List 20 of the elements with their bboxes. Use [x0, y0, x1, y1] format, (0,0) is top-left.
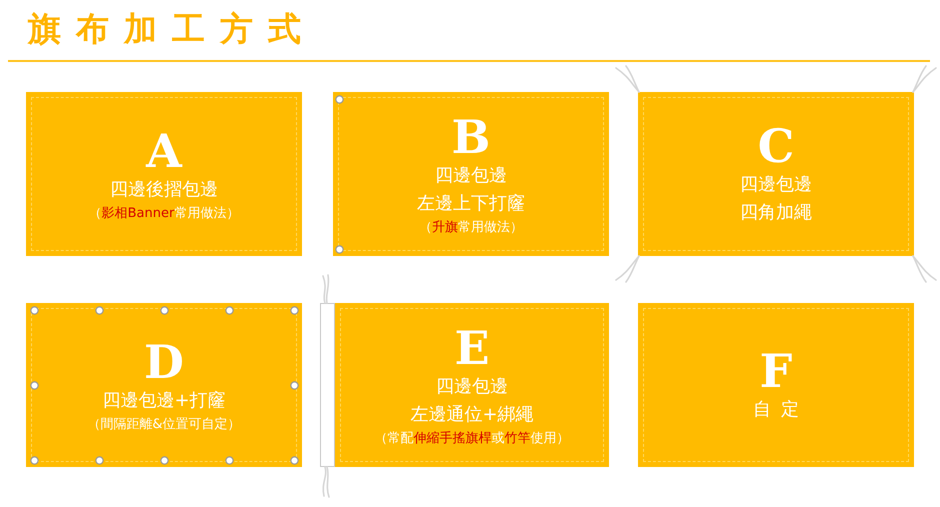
option-letter: F	[760, 346, 792, 396]
description-text: 左邊通位+綁繩	[410, 402, 534, 426]
description-text: 四邊包邊+打窿	[102, 388, 226, 412]
note-text: （間隔距離&位置可自定）	[87, 416, 241, 434]
description-text: 自定	[752, 398, 809, 422]
description-text: 四邊包邊	[740, 173, 812, 197]
page-title: 旗布加工方式	[28, 9, 316, 49]
description-text: 四角加繩	[740, 201, 812, 225]
description-text: 四邊包邊	[436, 374, 508, 398]
description-text: 左邊上下打窿	[417, 192, 525, 216]
option-letter: D	[144, 336, 184, 386]
description-text: 四邊包邊	[435, 164, 507, 188]
option-letter: B	[452, 112, 490, 162]
note-text: （影相Banner常用做法）	[88, 204, 240, 222]
note-text: （常配伸縮手搖旗桿或竹竿使用）	[374, 430, 570, 448]
note-text: （升旗常用做法）	[419, 218, 523, 236]
option-letter: C	[758, 121, 794, 171]
description-text: 四邊後摺包邊	[110, 178, 218, 202]
option-letter: E	[454, 322, 490, 372]
option-letter: A	[146, 126, 182, 176]
